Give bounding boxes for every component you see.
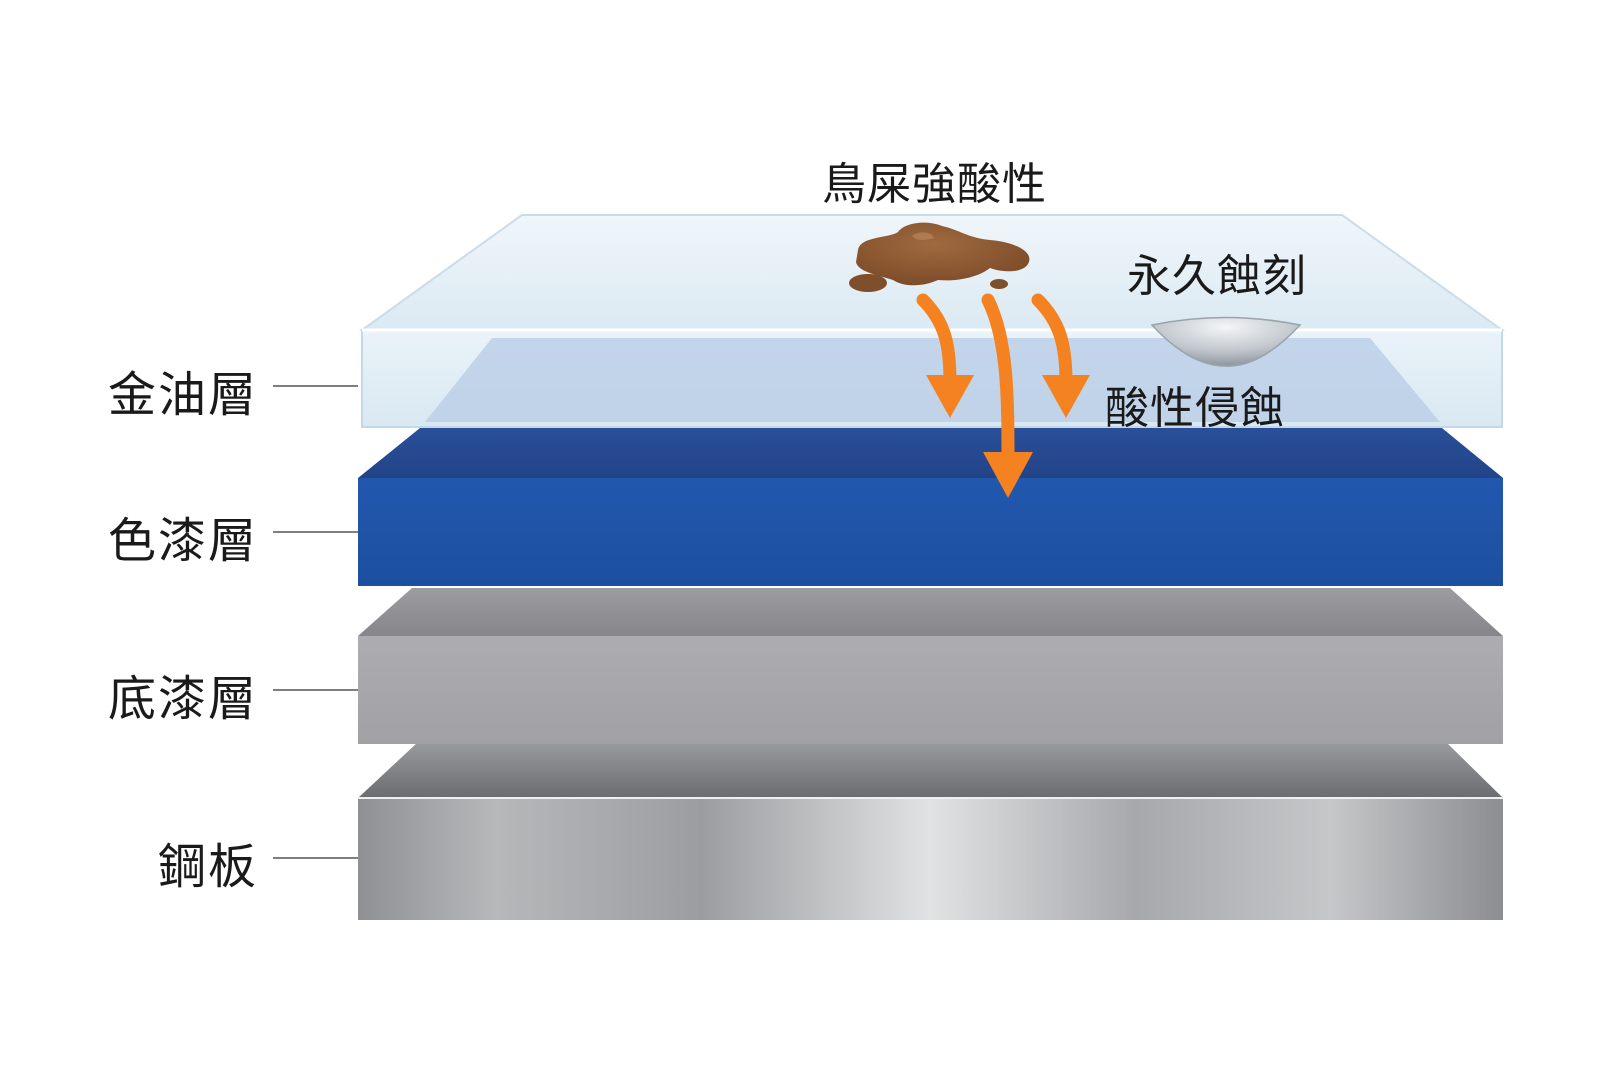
etch-pit bbox=[1150, 316, 1302, 367]
clear-coat-layer bbox=[358, 214, 1506, 428]
label-color-paint: 色漆層 bbox=[107, 513, 258, 569]
acid-arrow-left bbox=[916, 293, 957, 389]
bird-dropping-blob bbox=[849, 222, 1030, 292]
annotation-bird-droppings: 鳥屎強酸性 bbox=[822, 159, 1047, 210]
annotation-permanent-etch: 永久蝕刻 bbox=[1127, 251, 1307, 302]
label-primer: 底漆層 bbox=[107, 671, 258, 727]
label-steel-plate: 鋼板 bbox=[157, 839, 258, 895]
acid-arrowhead-center bbox=[983, 452, 1033, 498]
acid-arrowhead-left bbox=[926, 375, 974, 418]
primer-layer bbox=[358, 588, 1503, 744]
color-paint-layer bbox=[358, 428, 1503, 586]
label-clear-coat: 金油層 bbox=[107, 367, 258, 423]
acid-arrow-center bbox=[981, 293, 1015, 469]
acid-arrows bbox=[916, 293, 1073, 469]
acid-arrow-right bbox=[1031, 293, 1073, 389]
annotation-acid-corrosion: 酸性侵蝕 bbox=[1105, 383, 1285, 434]
acid-arrowhead-right bbox=[1042, 375, 1090, 418]
steel-plate-layer bbox=[358, 742, 1503, 920]
leader-lines bbox=[273, 385, 358, 859]
